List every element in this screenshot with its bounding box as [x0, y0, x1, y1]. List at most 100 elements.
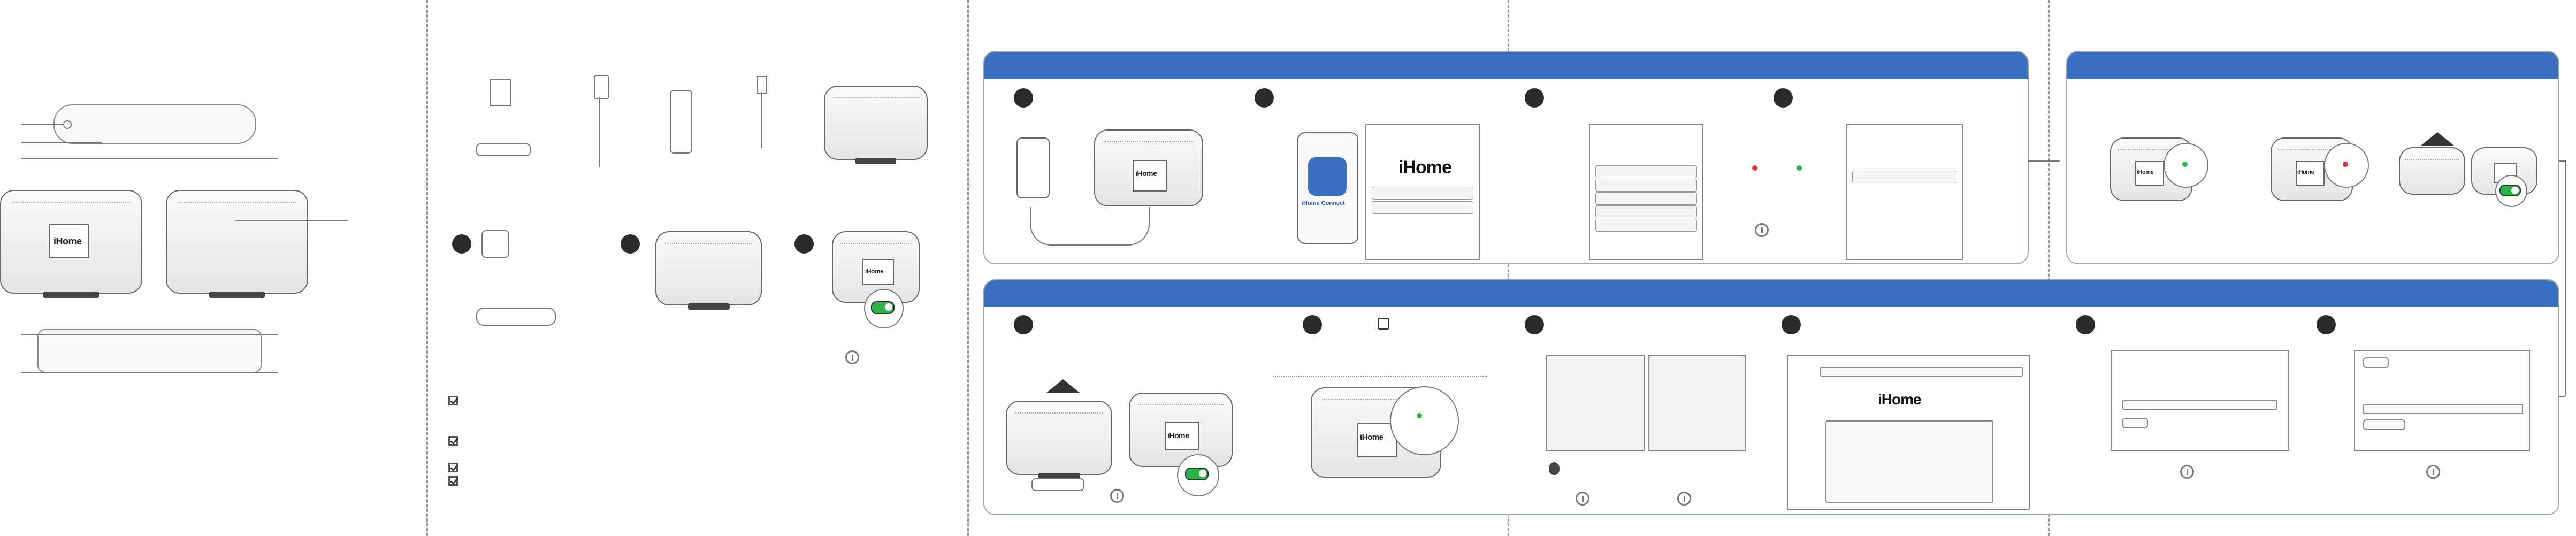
speaker-logo: iHome	[1167, 431, 1189, 440]
step-number	[794, 234, 814, 254]
speaker-undocked	[1006, 401, 1112, 479]
power-button	[63, 120, 72, 129]
web-logo: iHome	[1878, 391, 1922, 408]
wifi-network-row	[1595, 205, 1697, 218]
usb-cable	[761, 92, 762, 148]
controls-overview: iHome	[0, 0, 425, 536]
power-toggle	[871, 301, 895, 314]
flow-arrow	[2028, 160, 2060, 162]
callout-line	[21, 124, 63, 125]
step-number	[621, 234, 640, 254]
web-form-box	[1825, 420, 1993, 503]
manual-item	[490, 79, 511, 106]
wifi-network-row	[1595, 179, 1697, 192]
connect-cable	[1030, 207, 1150, 246]
speaker-logo: iHome	[53, 236, 82, 247]
info-icon	[1755, 223, 1769, 237]
callout-line	[21, 372, 278, 373]
password-field	[2363, 404, 2523, 414]
app-main-screen: iHome	[1365, 124, 1480, 260]
callout-line	[21, 142, 102, 143]
speaker-undocked	[2399, 147, 2465, 195]
pc-wifi-menu	[1648, 355, 1746, 451]
form-button	[2363, 357, 2389, 368]
speaker-front-view: iHome	[0, 190, 142, 298]
checkbox-checked-icon	[448, 436, 458, 446]
checkbox-checked-icon	[448, 396, 458, 405]
form-button	[2363, 419, 2405, 430]
box-contents: iHome	[428, 0, 966, 536]
flow-arrow	[2565, 160, 2566, 396]
setup-panel-mac-pc: iHome iHome iHome	[983, 279, 2559, 515]
callout-line	[235, 220, 348, 221]
app-name-label: iHome Connect	[1302, 200, 1345, 206]
step-number	[1525, 315, 1544, 334]
fold-line	[2048, 0, 2050, 536]
status-light-green	[2182, 162, 2188, 167]
step-number	[2317, 315, 2336, 334]
button-strip	[1273, 376, 1487, 377]
step-number	[2076, 315, 2095, 334]
power-adapter-item	[594, 75, 609, 99]
power-toggle	[2499, 185, 2521, 196]
power-toggle	[1185, 468, 1209, 480]
checkbox-checked-icon	[448, 476, 458, 486]
browser-address-bar	[1820, 367, 2023, 377]
fold-line	[426, 0, 428, 536]
app-menu-row	[1372, 187, 1473, 200]
speaker-item	[824, 86, 928, 164]
speaker-logo: iHome	[1135, 169, 1157, 178]
usb-cable-item	[757, 76, 767, 94]
info-icon	[2426, 465, 2440, 479]
panel-header-bar	[984, 52, 2028, 79]
speaker-side-view	[166, 190, 308, 298]
callout-line	[21, 158, 278, 159]
speaker-docked: iHome	[1094, 129, 1203, 206]
panel-header-bar	[984, 280, 2558, 307]
info-icon	[1110, 489, 1124, 503]
wifi-network-row	[1595, 219, 1697, 232]
setup-panel-ios: iHome iHome Connect iHome	[983, 51, 2029, 264]
adapter-cable	[599, 97, 600, 167]
app-logo: iHome	[1398, 157, 1452, 178]
status-light-green	[1797, 165, 1802, 171]
wifi-network-row	[1595, 165, 1697, 178]
info-icon	[1677, 492, 1691, 506]
speaker-logo: iHome	[1360, 433, 1383, 442]
network-name-field	[2122, 400, 2277, 410]
dock-insert	[1031, 478, 1084, 491]
dock-insert-item	[476, 143, 531, 156]
step-number	[1782, 315, 1801, 334]
form-button	[2122, 418, 2148, 428]
info-icon	[845, 350, 859, 364]
mac-wifi-menu	[1546, 355, 1645, 451]
step-number	[1014, 88, 1033, 108]
panel-header-bar	[2067, 52, 2558, 79]
step-number	[1774, 88, 1793, 108]
step-number	[1303, 315, 1322, 334]
status-panel: iHome iHome	[2066, 51, 2559, 264]
status-light-red	[1752, 165, 1757, 171]
info-icon	[1576, 492, 1589, 506]
flow-arrow	[2555, 160, 2565, 162]
undock-arrow	[1046, 379, 1080, 393]
wifi-password-screen	[1846, 124, 1963, 260]
ihome-app-icon	[1378, 318, 1389, 330]
ihome-app-icon	[1308, 157, 1347, 196]
wifi-list-screen	[1589, 124, 1703, 260]
status-light-green	[1417, 413, 1422, 418]
fold-line	[1508, 0, 1509, 536]
wifi-network-row	[1595, 192, 1697, 205]
zoom-status-green	[1390, 386, 1459, 455]
speaker-rear-plug	[476, 308, 556, 326]
step-number	[1255, 88, 1274, 108]
fold-line	[967, 0, 969, 536]
iphone-illustration	[1016, 137, 1050, 198]
undock-arrow	[2420, 132, 2455, 146]
info-icon	[2180, 465, 2194, 479]
apple-logo-icon	[1549, 462, 1560, 475]
rear-panel	[37, 329, 262, 373]
speaker-logo: iHome	[2137, 169, 2154, 175]
password-field	[1852, 171, 1956, 183]
speaker-logo: iHome	[865, 267, 884, 275]
